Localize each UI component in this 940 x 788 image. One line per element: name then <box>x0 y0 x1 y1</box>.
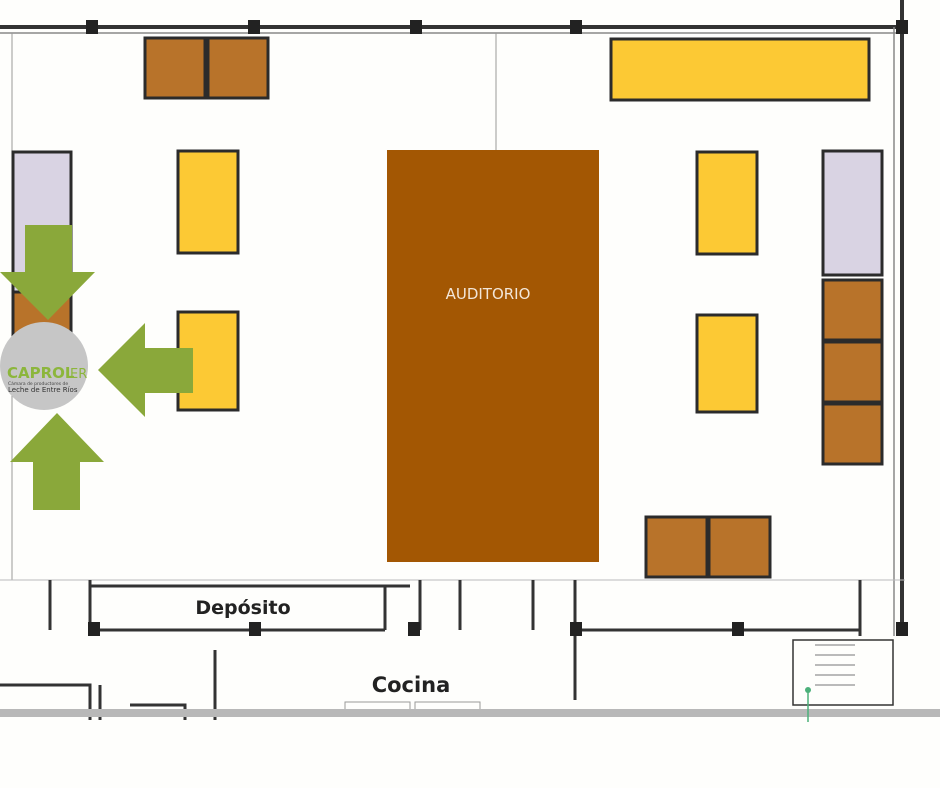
stand-lavender[interactable] <box>821 149 884 277</box>
stand-brown[interactable] <box>644 515 709 579</box>
marker-dot <box>805 687 811 693</box>
auditorio-label: AUDITORIO <box>446 285 531 303</box>
stand-brown[interactable] <box>143 36 207 100</box>
logo-brand: CAPROL <box>7 364 75 382</box>
stand-brown[interactable] <box>821 278 884 342</box>
gray-strip <box>0 709 940 717</box>
arrow-down-icon <box>0 225 95 320</box>
stand-yellow[interactable] <box>176 149 240 255</box>
walls <box>0 0 905 720</box>
stand-brown[interactable] <box>821 402 884 466</box>
caproler-logo: CAPROL ER Cámara de productores de Leche… <box>0 322 88 410</box>
stand-yellow[interactable] <box>695 313 759 414</box>
logo-tagline: Cámara de productores de <box>8 380 68 387</box>
stand-brown[interactable] <box>821 340 884 404</box>
logo-suffix: ER <box>70 367 87 382</box>
auditorio-area[interactable] <box>387 150 599 562</box>
arrow-up-icon <box>10 413 104 510</box>
cocina-label: Cocina <box>372 673 451 697</box>
columns <box>86 20 908 636</box>
arrow-left-icon <box>98 323 193 417</box>
deposito-label: Depósito <box>195 597 290 619</box>
stand-yellow[interactable] <box>695 150 759 256</box>
stand-brown[interactable] <box>206 36 270 100</box>
stand-brown[interactable] <box>707 515 772 579</box>
logo-subtitle: Leche de Entre Ríos <box>8 386 78 394</box>
stand-yellow[interactable] <box>609 37 871 102</box>
